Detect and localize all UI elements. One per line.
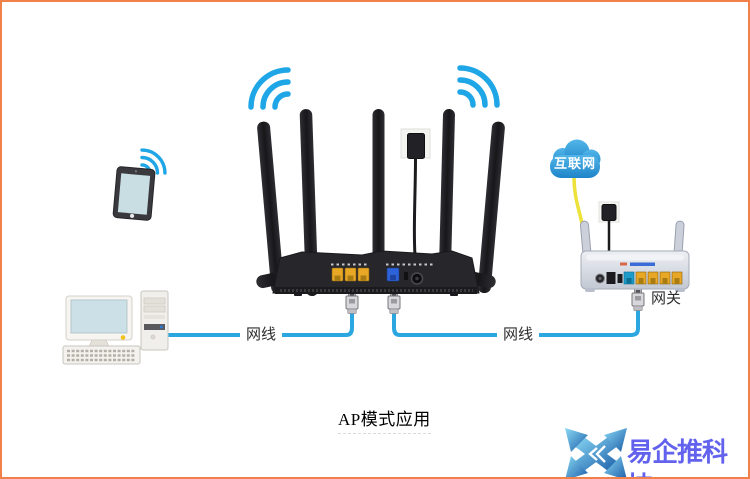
gateway-brand-mark-blue <box>630 262 655 266</box>
tablet <box>112 166 156 221</box>
reset-button <box>404 272 408 280</box>
watermark-text: 易企推科技 <box>627 437 728 477</box>
watermark-logo: 易企推科技 <box>564 428 748 477</box>
power-adapter-ap <box>400 128 431 271</box>
crossed-arrows-icon <box>565 428 627 477</box>
desktop-computer <box>62 290 169 365</box>
gateway-ports <box>595 271 683 285</box>
internet-cloud <box>550 139 601 178</box>
gateway-lan-ports <box>635 271 683 285</box>
gateway-brand-mark-red <box>620 262 627 266</box>
gateway-router <box>579 201 690 292</box>
ap-router-ports <box>331 267 424 285</box>
rj45-connector-wan <box>387 291 401 314</box>
wifi-signal-left-icon <box>251 70 288 107</box>
rj45-connector-lan <box>345 291 359 314</box>
keyboard <box>62 345 141 365</box>
tablet-camera-dot <box>134 170 138 173</box>
pc-tower <box>140 290 169 351</box>
internet-cloud-label: 互联网 <box>553 156 596 171</box>
page-title: AP模式应用 <box>338 405 431 434</box>
rj45-connector-gateway <box>631 288 645 311</box>
wifi-signal-right-icon <box>460 68 497 105</box>
gateway-antennas <box>579 220 685 256</box>
tablet-home-button <box>129 213 135 219</box>
gateway-label: 网关 <box>651 290 682 307</box>
ap-router <box>256 109 505 297</box>
cable-label-right: 网线 <box>497 325 540 345</box>
ethernet-cable-pc-to-router <box>166 311 354 337</box>
cable-label-left: 网线 <box>240 325 283 345</box>
ap-router-body <box>272 250 480 296</box>
power-adapter-gateway <box>598 201 620 270</box>
monitor-power-led <box>120 335 126 340</box>
tower-power-led <box>160 325 163 329</box>
monitor <box>65 295 133 351</box>
